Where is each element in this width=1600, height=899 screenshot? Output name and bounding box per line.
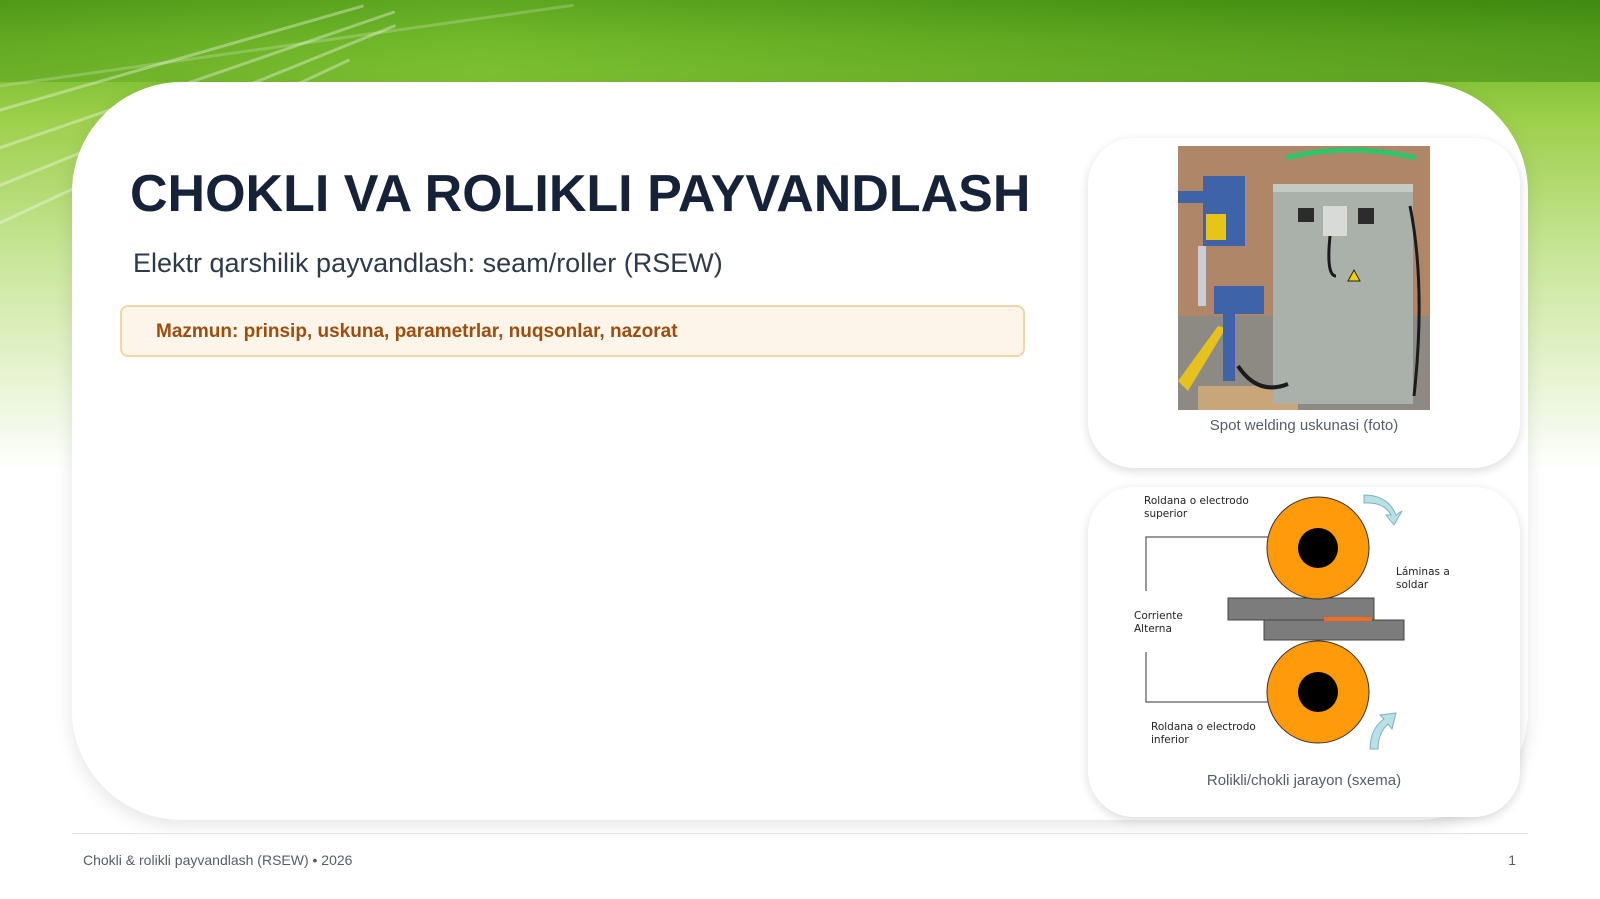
upper-sheet	[1227, 597, 1375, 621]
photo-caption: Spot welding uskunasi (foto)	[1209, 417, 1399, 434]
upper-roller-label-line1: Roldana o electrodo	[1144, 495, 1249, 507]
current-label-line1: Corriente	[1134, 610, 1183, 622]
current-label-line2: Alterna	[1134, 623, 1172, 635]
lower-wire	[1145, 652, 1288, 703]
roller-welding-diagram: Roldana o electrodo superior Láminas a s…	[1134, 494, 1450, 750]
footer-text: Chokli & rolikli payvandlash (RSEW) • 20…	[83, 852, 353, 868]
weld-zone	[1324, 617, 1372, 621]
upper-rotation-arrow	[1363, 494, 1403, 526]
content-notice-box: Mazmun: prinsip, uskuna, parametrlar, nu…	[120, 305, 1025, 357]
lower-roller-label-line1: Roldana o electrodo	[1151, 721, 1256, 733]
content-notice-text: Mazmun: prinsip, uskuna, parametrlar, nu…	[156, 321, 678, 342]
welding-machine-illustration	[1178, 146, 1430, 410]
background-band	[0, 0, 1600, 82]
footer-divider	[72, 833, 1528, 834]
slide-title: CHOKLI VA ROLIKLI PAYVANDLASH	[130, 165, 1031, 223]
photo-card: Spot welding uskunasi (foto)	[1088, 138, 1520, 468]
diagram-card: Roldana o electrodo superior Láminas a s…	[1088, 487, 1520, 817]
diagram-caption: Rolikli/chokli jarayon (sxema)	[1206, 772, 1402, 789]
spot-welding-machine-photo	[1178, 146, 1430, 410]
lower-roller-axle	[1298, 672, 1338, 712]
sheets-label-line2: soldar	[1396, 579, 1429, 591]
lower-rotation-arrow	[1369, 712, 1397, 750]
slide-subtitle: Elektr qarshilik payvandlash: seam/rolle…	[133, 248, 723, 278]
upper-roller-label-line2: superior	[1144, 508, 1188, 520]
upper-wire	[1145, 536, 1288, 591]
lower-sheet	[1263, 619, 1405, 641]
page-number: 1	[1508, 852, 1516, 868]
lower-roller-label-line2: inferior	[1151, 734, 1189, 746]
upper-roller-axle	[1298, 528, 1338, 568]
sheets-label-line1: Láminas a	[1396, 566, 1450, 578]
